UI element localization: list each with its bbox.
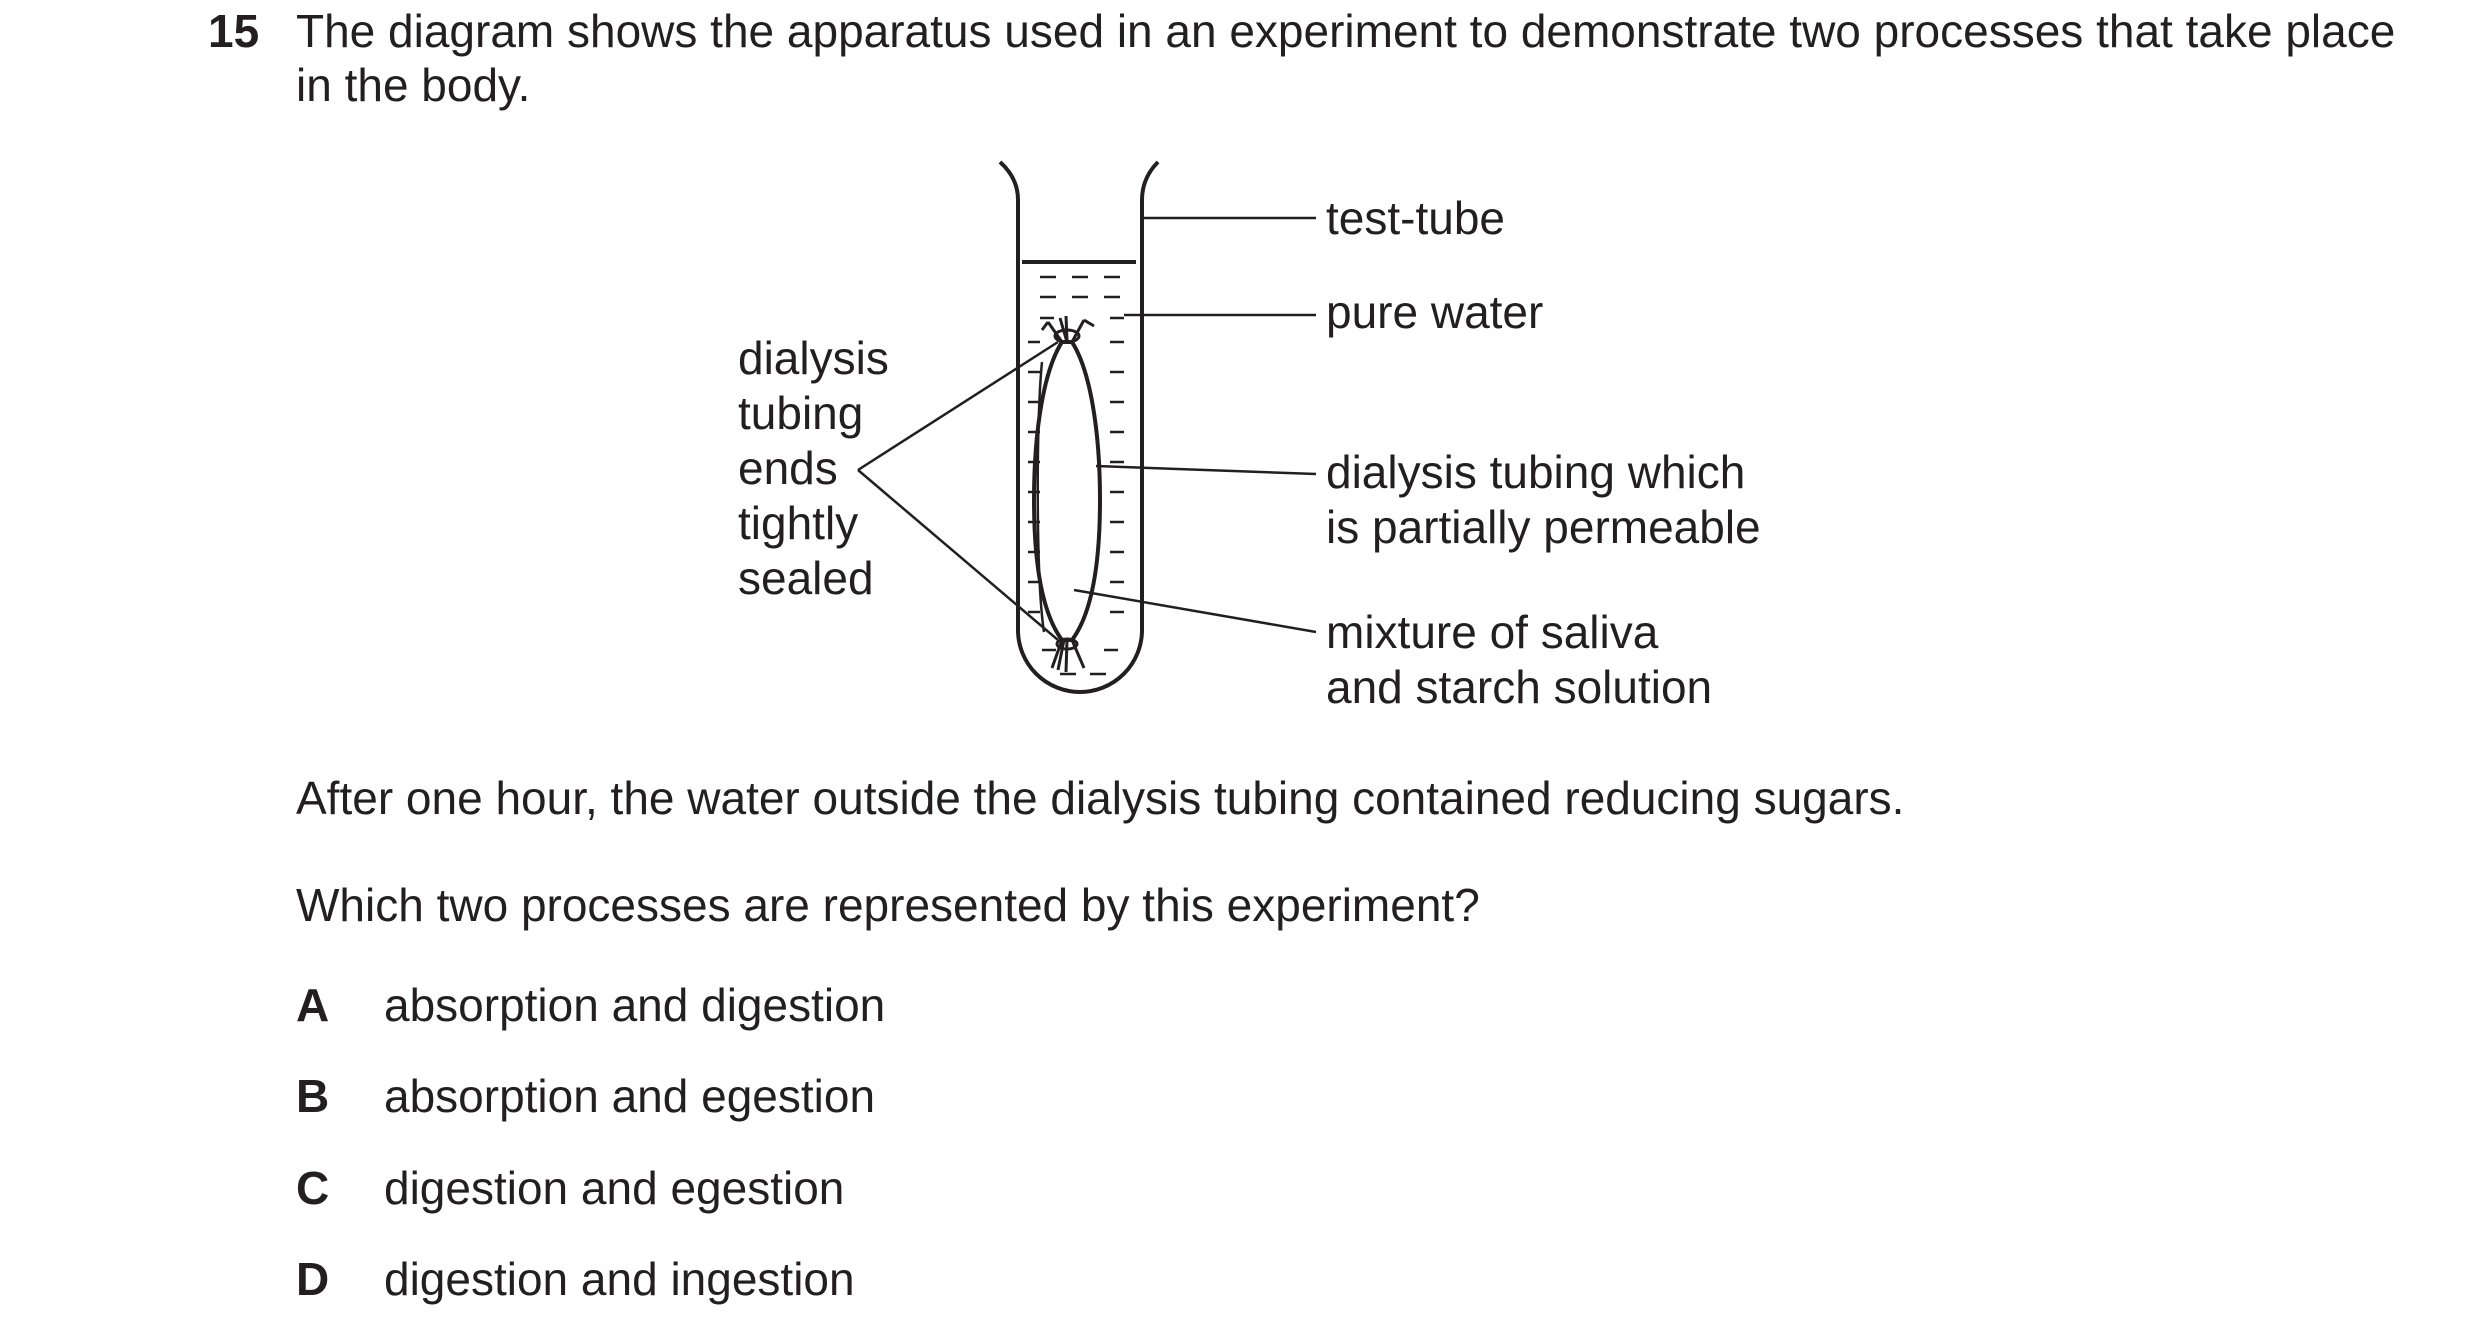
test-tube-outline	[998, 160, 1160, 694]
observation-text: After one hour, the water outside the di…	[296, 772, 1905, 824]
bottom-knot	[1050, 637, 1086, 673]
sealed-ends-leader-top	[857, 340, 1059, 472]
label-dialysis-tubing-line-2: is partially permeable	[1326, 501, 1761, 553]
label-dialysis-ends-line-2: tubing	[738, 387, 863, 439]
label-test-tube: test-tube	[1326, 192, 1505, 244]
option-letter: A	[296, 979, 330, 1031]
question-stem: The diagram shows the apparatus used in …	[296, 5, 2396, 111]
sealed-ends-leader-bottom	[857, 469, 1059, 641]
option-letter: C	[296, 1162, 330, 1214]
option-text: absorption and digestion	[384, 979, 886, 1031]
dialysis-tubing-bag	[1031, 340, 1103, 642]
option-text: digestion and egestion	[384, 1162, 845, 1214]
label-dialysis-ends-line-4: tightly	[738, 497, 858, 549]
dialysis-tubing-leader	[1095, 464, 1317, 476]
label-dialysis-tubing-line-1: dialysis tubing which	[1326, 446, 1745, 498]
label-pure-water: pure water	[1326, 286, 1543, 338]
option-text: digestion and ingestion	[384, 1253, 855, 1305]
option-letter: B	[296, 1070, 330, 1122]
label-dialysis-ends-line-3: ends	[738, 442, 838, 494]
label-dialysis-ends-line-1: dialysis	[738, 332, 889, 384]
mixture-leader	[1073, 588, 1317, 634]
apparatus-diagram: test-tube pure water dialysis tubing end…	[738, 160, 1761, 713]
option-text: absorption and egestion	[384, 1070, 876, 1122]
top-knot	[1040, 315, 1095, 344]
question-prompt: Which two processes are represented by t…	[296, 879, 1480, 931]
label-mixture-line-2: and starch solution	[1326, 661, 1712, 713]
question-number: 15	[208, 5, 260, 57]
label-dialysis-ends-line-5: sealed	[738, 552, 874, 604]
label-mixture-line-1: mixture of saliva	[1326, 606, 1659, 658]
option-letter: D	[296, 1253, 330, 1305]
water-dashes	[1028, 275, 1124, 676]
